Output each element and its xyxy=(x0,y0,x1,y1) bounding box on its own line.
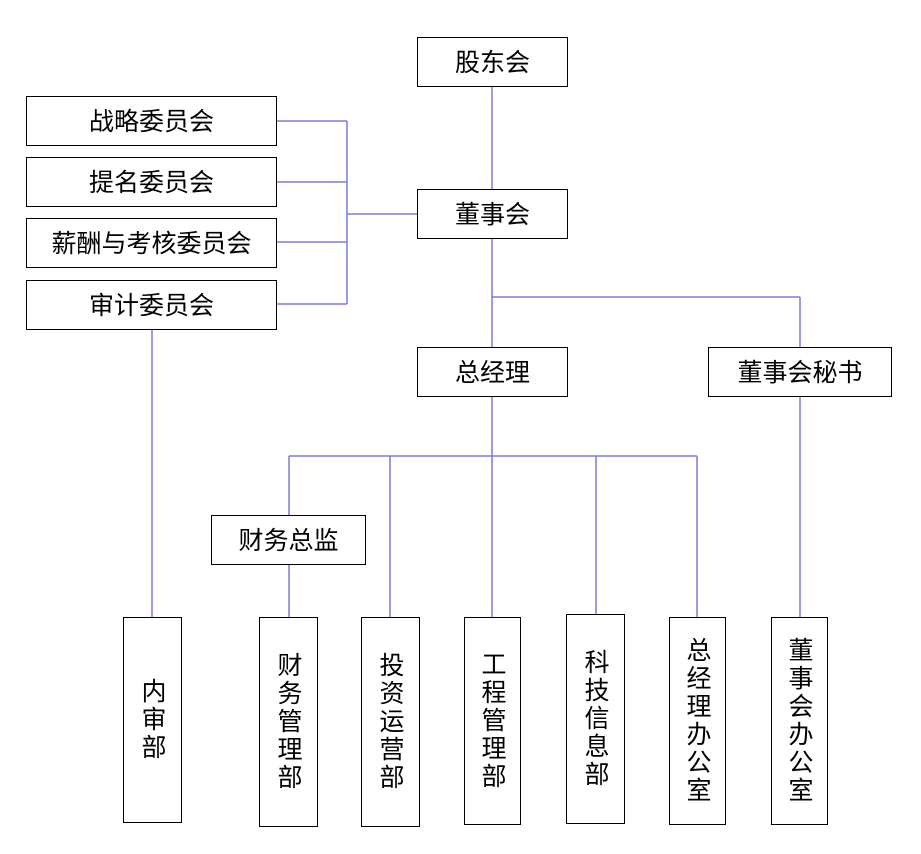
node-cfo-label: 财务总监 xyxy=(238,525,339,555)
node-board-secretary: 董事会秘书 xyxy=(708,347,892,397)
node-general-manager-label: 总经理 xyxy=(454,357,530,387)
node-it-dept: 科技信息部 xyxy=(566,614,625,824)
node-gm-office: 总经理办公室 xyxy=(669,617,726,825)
node-finance-dept-label: 财务管理部 xyxy=(274,652,303,792)
node-board-label: 董事会 xyxy=(454,199,530,229)
node-engineering-dept-label: 工程管理部 xyxy=(478,651,507,791)
node-committee-nomination-label: 提名委员会 xyxy=(88,167,214,197)
node-committee-strategy: 战略委员会 xyxy=(26,96,277,146)
node-shareholders: 股东会 xyxy=(417,37,568,87)
node-cfo: 财务总监 xyxy=(211,515,366,565)
node-internal-audit-label: 内审部 xyxy=(138,678,167,762)
node-committee-nomination: 提名委员会 xyxy=(26,157,277,207)
node-committee-strategy-label: 战略委员会 xyxy=(88,106,214,136)
node-board: 董事会 xyxy=(417,189,568,239)
node-engineering-dept: 工程管理部 xyxy=(464,617,521,825)
node-general-manager: 总经理 xyxy=(417,347,568,397)
node-finance-dept: 财务管理部 xyxy=(259,617,318,827)
node-it-dept-label: 科技信息部 xyxy=(581,649,610,789)
node-committee-compensation-label: 薪酬与考核委员会 xyxy=(51,228,252,258)
node-investment-dept-label: 投资运营部 xyxy=(376,652,405,792)
node-committee-audit: 审计委员会 xyxy=(26,280,277,330)
node-shareholders-label: 股东会 xyxy=(454,47,530,77)
node-board-secretary-label: 董事会秘书 xyxy=(737,357,863,387)
node-board-office: 董事会办公室 xyxy=(771,617,828,825)
node-gm-office-label: 总经理办公室 xyxy=(683,637,712,805)
node-investment-dept: 投资运营部 xyxy=(361,617,420,827)
node-board-office-label: 董事会办公室 xyxy=(785,637,814,805)
node-internal-audit: 内审部 xyxy=(123,617,182,823)
node-committee-audit-label: 审计委员会 xyxy=(88,290,214,320)
node-committee-compensation: 薪酬与考核委员会 xyxy=(26,218,277,268)
